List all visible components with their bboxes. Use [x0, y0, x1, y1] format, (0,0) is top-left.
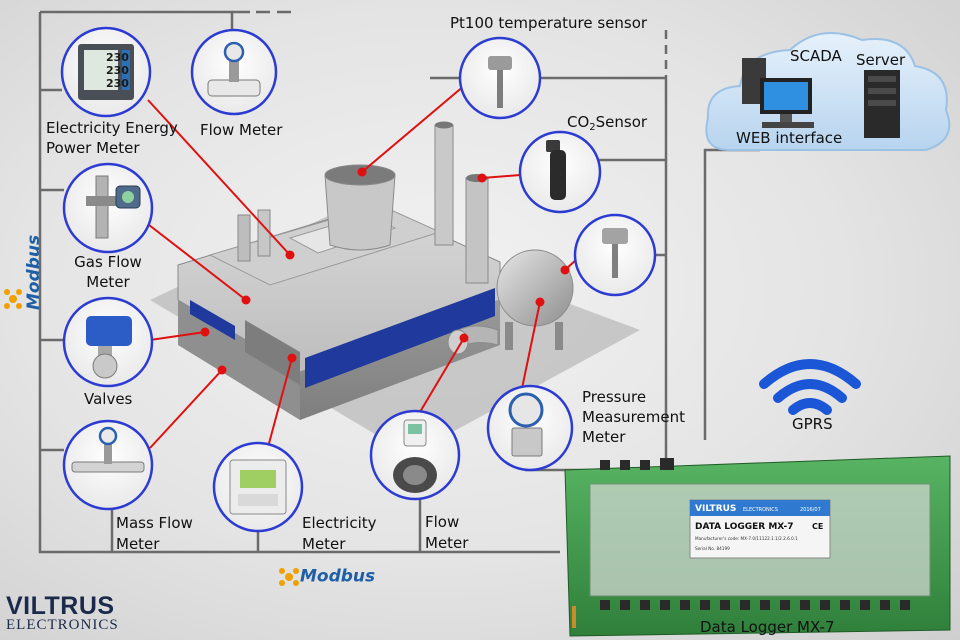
logger-ce: CE [812, 522, 823, 531]
modbus-bottom-text: Modbus [300, 566, 376, 587]
label-electricity-2: Meter [302, 535, 346, 553]
logger-brand-sub: ELECTRONICS [743, 507, 778, 513]
label-gprs: GPRS [792, 415, 833, 433]
modbus-side-text: Modbus [24, 234, 44, 310]
label-co2-sub: 2 [589, 122, 596, 133]
label-valves: Valves [84, 390, 133, 408]
computer-icon [742, 58, 814, 128]
readout-3: 230 [106, 77, 129, 90]
readout-2: 230 [106, 64, 129, 77]
flow-meter-bottom-icon [393, 419, 437, 493]
label-electricity-1: Electricity [302, 514, 377, 532]
server-icon [864, 70, 900, 138]
label-flow-bottom-2: Meter [425, 534, 469, 552]
label-pressure-1: Pressure [582, 388, 647, 406]
sensor-links [139, 84, 579, 463]
label-mass-flow-2: Meter [116, 535, 160, 553]
label-gas-flow-1: Gas Flow [74, 253, 142, 271]
logger-code: Manufacturer's code: MX-7.0/11122.1.1/2.… [695, 536, 798, 541]
logger-title: DATA LOGGER MX-7 [695, 522, 794, 532]
label-data-logger: Data Logger MX-7 [700, 618, 835, 636]
logger-batch: 2016/07 [800, 507, 821, 513]
label-energy-meter-1: Electricity Energy [46, 119, 178, 137]
gas-flow-meter-icon [86, 175, 141, 239]
label-web-interface: WEB interface [736, 129, 843, 147]
logger-serial: Serial No. 84199 [695, 546, 730, 551]
label-gas-flow-2: Meter [86, 273, 130, 291]
link-endpoints [200, 167, 570, 375]
modbus-icon [4, 289, 22, 309]
label-scada: SCADA [790, 47, 842, 65]
modbus-side-label: Modbus [2, 220, 44, 310]
label-co2-post: Sensor [595, 113, 648, 131]
label-pt100: Pt100 temperature sensor [450, 14, 648, 32]
energy-meter-icon [78, 44, 134, 100]
label-flow-bottom-1: Flow [425, 513, 460, 531]
logo-sub: ELECTRONICS [6, 617, 119, 633]
wifi-icon [759, 359, 861, 415]
flow-meter-icon [207, 41, 261, 97]
label-mass-flow-1: Mass Flow [116, 514, 193, 532]
label-energy-meter-2: Power Meter [46, 139, 140, 157]
pt100-icon [488, 56, 512, 108]
electricity-meter-icon [229, 459, 287, 515]
co2-sensor-icon [546, 140, 566, 200]
modbus-bottom-label: Modbus [278, 566, 408, 596]
label-co2-sensor: CO2Sensor [567, 112, 647, 138]
data-logger [564, 455, 951, 637]
label-pressure-3: Meter [582, 428, 626, 446]
mass-flow-meter-icon [71, 426, 145, 473]
label-server: Server [856, 51, 906, 69]
modbus-icon [279, 568, 299, 586]
label-co2-pre: CO [567, 113, 590, 131]
pressure-meter-icon [508, 392, 544, 457]
label-pressure-2: Measurement [582, 408, 685, 426]
readout-1: 230 [106, 51, 129, 64]
flow-meter-bottom-circle [369, 409, 461, 501]
viltrus-logo: VILTRUS ELECTRONICS [6, 592, 119, 634]
logger-brand: VILTRUS [695, 504, 736, 514]
logo-brand: VILTRUS [6, 592, 115, 620]
label-flow-meter-top: Flow Meter [200, 121, 283, 139]
temp-sensor-icon [602, 228, 628, 278]
valve-icon [86, 316, 132, 379]
factory-building [177, 121, 574, 420]
